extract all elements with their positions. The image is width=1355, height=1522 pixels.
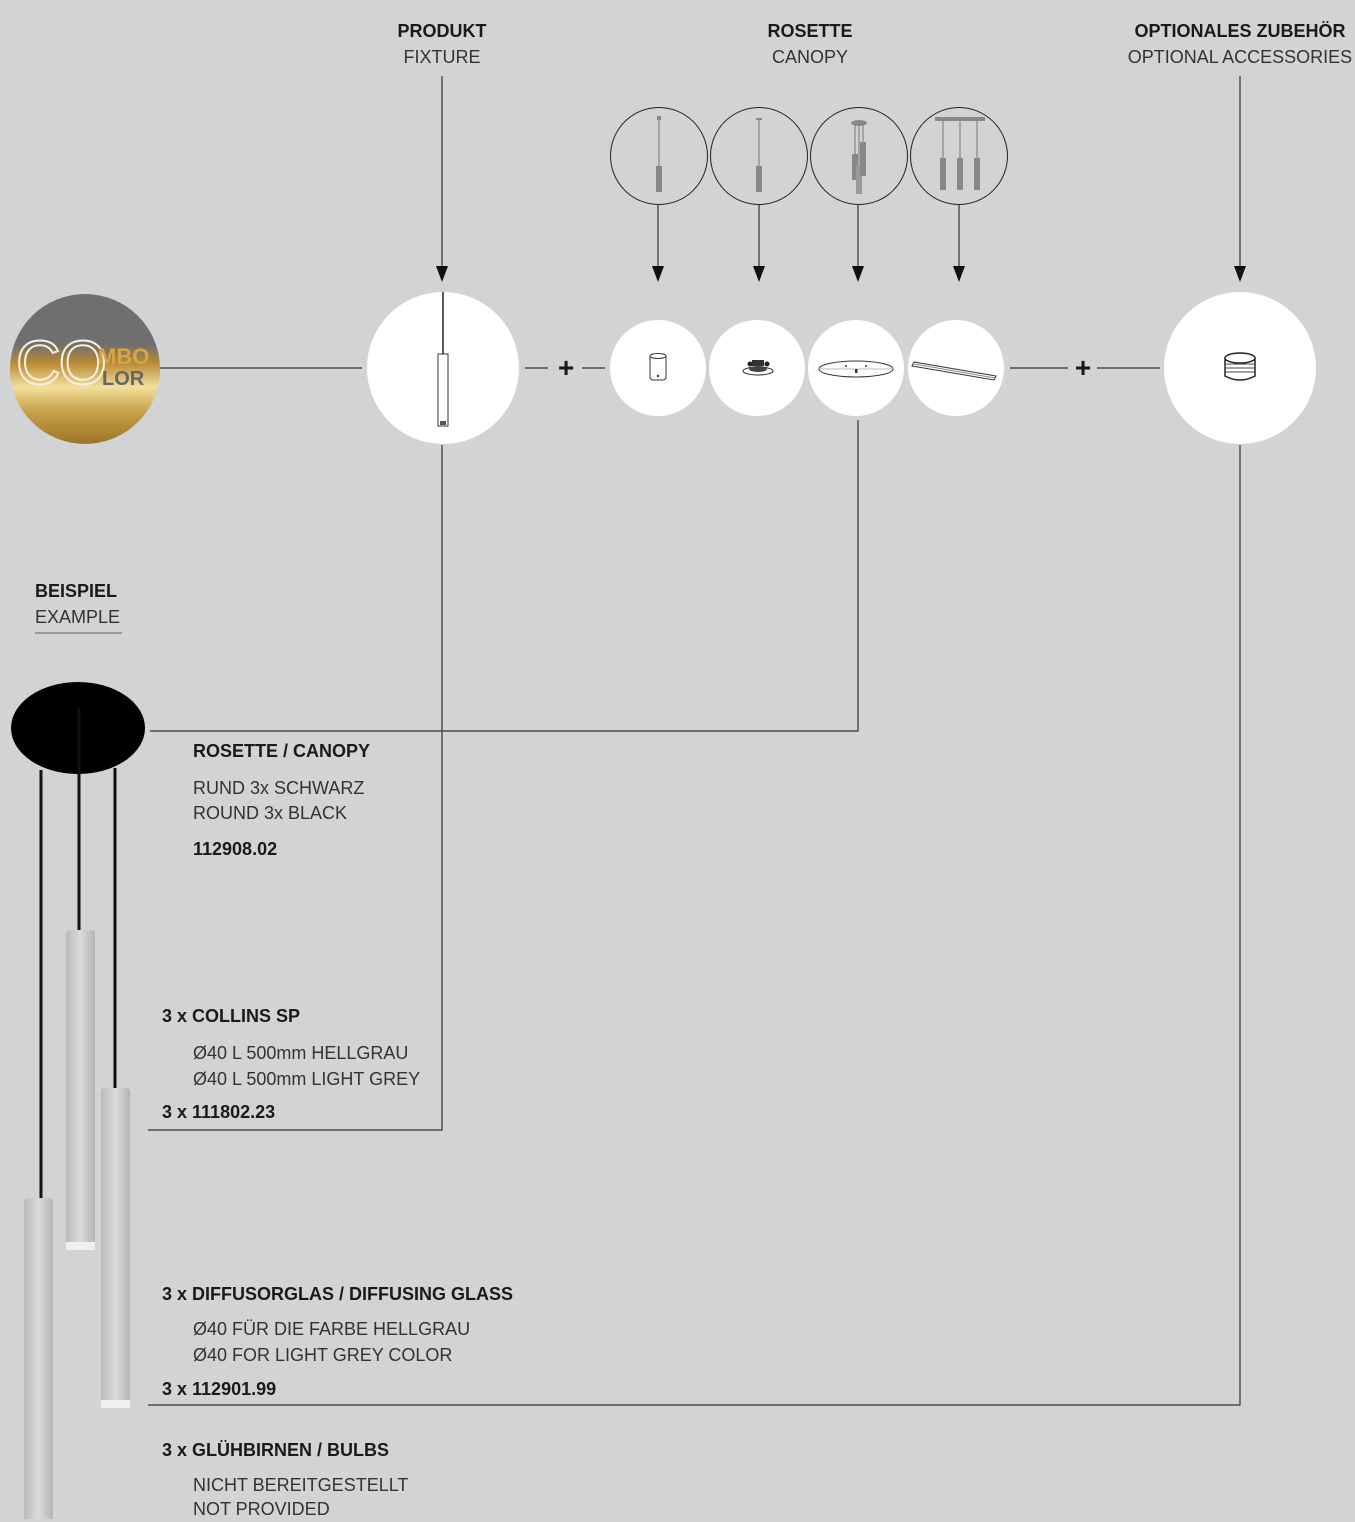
canopy-item-line1: RUND 3x SCHWARZ bbox=[193, 778, 365, 798]
fixture-item-line1: Ø40 L 500mm HELLGRAU bbox=[193, 1043, 409, 1063]
canopy-option-linear[interactable] bbox=[908, 320, 1004, 416]
fixture-item-code: 3 x 111802.23 bbox=[162, 1102, 276, 1122]
glass-item-title: 3 x DIFFUSORGLAS / DIFFUSING GLASS bbox=[162, 1284, 514, 1304]
fixture-item-title: 3 x COLLINS SP bbox=[162, 1006, 301, 1026]
header-canopy-subtitle: CANOPY bbox=[771, 47, 849, 67]
header-product-title: PRODUKT bbox=[397, 21, 487, 41]
logo-mbo: MBO bbox=[98, 344, 150, 369]
diffuser-glass-icon bbox=[1224, 352, 1256, 381]
round-plate-canopy-icon bbox=[818, 360, 894, 378]
pendant-tube-left bbox=[24, 1198, 53, 1519]
combo-color-logo: CO MBO LOR bbox=[10, 294, 160, 444]
single-pendant-icon bbox=[656, 116, 662, 192]
canopy-option-cylinder[interactable] bbox=[610, 320, 706, 416]
bulbs-item-line2: NOT PROVIDED bbox=[193, 1499, 330, 1519]
header-accessories-subtitle: OPTIONAL ACCESSORIES bbox=[1127, 47, 1353, 67]
glass-item-line1: Ø40 FÜR DIE FARBE HELLGRAU bbox=[193, 1319, 471, 1339]
product-circle[interactable] bbox=[367, 292, 519, 444]
bulbs-item-line1: NICHT BEREITGESTELLT bbox=[193, 1475, 409, 1495]
config-single-flat-thumb bbox=[710, 107, 808, 205]
bulbs-item-title: 3 x GLÜHBIRNEN / BULBS bbox=[162, 1440, 390, 1460]
canopy-item-title: ROSETTE / CANOPY bbox=[193, 741, 371, 761]
plus-sign-2: + bbox=[1074, 352, 1092, 383]
canopy-option-recessed[interactable] bbox=[709, 320, 805, 416]
fixture-item-line2: Ø40 L 500mm LIGHT GREY bbox=[193, 1069, 421, 1089]
linear-bar-canopy-icon bbox=[911, 361, 997, 381]
header-product: PRODUKT FIXTURE bbox=[362, 18, 522, 70]
logo-co: CO bbox=[15, 328, 108, 399]
header-product-subtitle: FIXTURE bbox=[403, 47, 481, 67]
recessed-canopy-icon bbox=[742, 360, 774, 376]
pendant-tube-right bbox=[101, 1088, 130, 1406]
logo-lor: LOR bbox=[102, 368, 145, 390]
single-pendant-flat-icon bbox=[756, 118, 762, 192]
example-title: BEISPIEL bbox=[35, 581, 118, 601]
header-accessories: OPTIONALES ZUBEHÖR OPTIONAL ACCESSORIES bbox=[1120, 18, 1355, 70]
example-pendant-illustration bbox=[11, 682, 145, 1519]
canopy-item-code: 112908.02 bbox=[193, 839, 278, 859]
header-canopy: ROSETTE CANOPY bbox=[730, 18, 890, 70]
canopy-option-round-plate[interactable] bbox=[808, 320, 904, 416]
cylinder-canopy-icon bbox=[649, 353, 667, 381]
header-canopy-title: ROSETTE bbox=[767, 21, 853, 41]
glass-item-line2: Ø40 FOR LIGHT GREY COLOR bbox=[193, 1345, 453, 1365]
canopy-item-line2: ROUND 3x BLACK bbox=[193, 803, 348, 823]
pendant-fixture-icon bbox=[437, 292, 449, 427]
pendant-tube-middle bbox=[66, 930, 95, 1248]
plus-sign-1: + bbox=[557, 352, 575, 383]
round-cluster-icon bbox=[851, 120, 867, 194]
config-single-thumb bbox=[610, 107, 708, 205]
example-label: BEISPIEL EXAMPLE bbox=[35, 578, 120, 630]
header-accessories-title: OPTIONALES ZUBEHÖR bbox=[1134, 21, 1346, 41]
linear-cluster-icon bbox=[935, 117, 985, 190]
accessory-circle[interactable] bbox=[1164, 292, 1316, 444]
config-round-cluster-thumb bbox=[810, 107, 908, 205]
glass-item-code: 3 x 112901.99 bbox=[162, 1379, 277, 1399]
config-linear-thumb bbox=[910, 107, 1008, 205]
example-subtitle: EXAMPLE bbox=[35, 607, 121, 627]
